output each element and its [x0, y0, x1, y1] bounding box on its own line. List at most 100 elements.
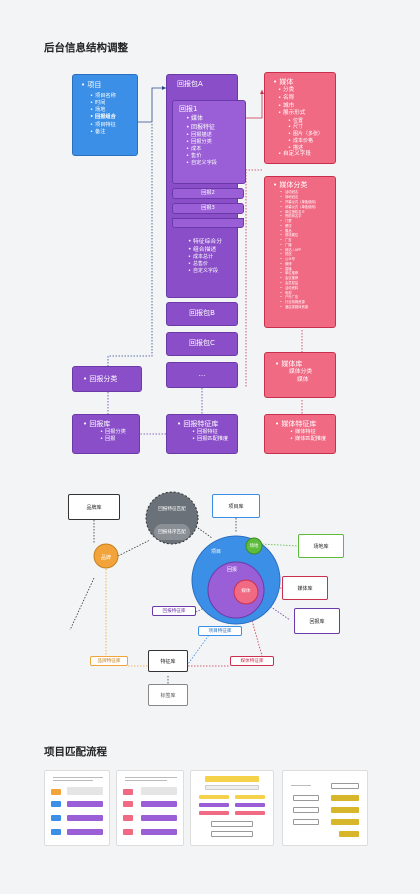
project-feature-tag[interactable]: 项目特征库	[198, 626, 242, 636]
return-package-more[interactable]: ...	[166, 362, 238, 388]
media-display-field: 成本价格	[288, 138, 331, 145]
media-category-title: • 媒体分类	[273, 181, 308, 189]
media-category-item: 行业特殊资源	[280, 300, 331, 305]
project-field: 项目名称	[90, 93, 131, 100]
return-field: 回报特征	[186, 124, 241, 132]
media-category-item: 微博	[280, 262, 331, 267]
return-category-box[interactable]: • 回报分类	[72, 366, 142, 392]
flow-thumbnail-3[interactable]	[190, 770, 274, 846]
return-library-item: 回报分类	[100, 429, 139, 436]
ret-feature-match-label: 回报特征匹配	[158, 507, 186, 512]
pkgA-to-retCat-connector	[107, 124, 153, 366]
return-category-title: • 回报分类	[83, 375, 118, 383]
mediaCat-to-ret-connector	[245, 169, 262, 388]
return-library-title: • 回报库	[83, 420, 111, 428]
return-field: 自定义字段	[186, 160, 241, 167]
return-feature-library-box[interactable]: • 回报特征库 回报特征 回报匹配推度	[166, 414, 238, 454]
media-feature-library-box[interactable]: • 媒体特征库 媒体特征 媒体匹配推度	[264, 414, 336, 454]
media-circle-label: 媒体	[241, 589, 251, 594]
flow-thumbnail-4[interactable]	[282, 770, 368, 846]
return-library-box-2[interactable]: 回报库	[294, 608, 340, 634]
media-fields: 分类 名称 城市 展示形式	[273, 87, 331, 117]
media-feature-tag[interactable]: 媒体特征库	[230, 656, 274, 666]
return-1-fields: 媒体 回报特征 回报描述 回报分类 成本 售价 自定义字段	[179, 115, 241, 166]
return-field: 回报分类	[186, 139, 241, 146]
matching-diagram	[69, 491, 299, 684]
return-1-title: 回报1	[179, 105, 198, 113]
media-category-item: 会员权益	[280, 281, 331, 286]
return-library-item: 回报	[100, 436, 139, 443]
project-field: 时间	[90, 100, 131, 107]
match-to-project-line	[197, 527, 213, 539]
media-category-item: 公众号	[280, 257, 331, 262]
summary-field: 自定义字段	[188, 268, 222, 275]
return-2-box[interactable]: 回报2	[172, 188, 244, 199]
feature-library-box[interactable]: 特征库	[148, 650, 188, 672]
tag-library-box[interactable]: 标签库	[148, 684, 188, 706]
media-category-item: 现场展位	[280, 233, 331, 238]
media-library-item: 媒体	[297, 377, 309, 384]
media-category-box[interactable]: • 媒体分类 活动冠名场地冠名开幕仪式（单独使用）闭幕仪式（单独使用）单位授权名…	[264, 176, 336, 328]
project-circle-label: 项目	[210, 548, 221, 555]
venue-library-box[interactable]: 场地库	[298, 534, 344, 558]
venue-lib-line	[261, 543, 299, 547]
package-summary-fields: 特征综合分 组合描述 成本总计 总售价 自定义字段	[186, 238, 222, 275]
brand-label: 品牌	[100, 554, 111, 561]
media-display-field: 图片（多张）	[288, 131, 331, 138]
return-field: 回报描述	[186, 132, 241, 139]
return-feature-items: 回报特征 回报匹配推度	[177, 429, 237, 443]
media-feature-item: 媒体特征	[290, 429, 335, 436]
media-category-item: 电视	[280, 291, 331, 296]
media-category-list: 活动冠名场地冠名开幕仪式（单独使用）闭幕仪式（单独使用）单位授权名义赞助商名字门…	[273, 190, 331, 309]
media-category-item: 门票	[280, 219, 331, 224]
media-category-item: 短信	[280, 252, 331, 257]
media-category-item: 赞助商名字	[280, 214, 331, 219]
media-category-item: 开幕仪式（单独使用）	[280, 200, 331, 205]
media-category-item: 单位授权名义	[280, 210, 331, 215]
media-field: 自定义字段	[278, 151, 331, 159]
media-display-field: 位置	[288, 118, 331, 125]
brand-feature-tag[interactable]: 品牌特征库	[90, 656, 128, 666]
project-library-box[interactable]: 项目库	[212, 494, 260, 518]
return-1-box[interactable]: 回报1 媒体 回报特征 回报描述 回报分类 成本 售价 自定义字段	[172, 100, 246, 184]
venue-circle	[245, 537, 263, 555]
media-display-field: 尺寸	[288, 124, 331, 131]
project-to-pkgA-connector	[138, 87, 166, 123]
return-3-box[interactable]: 回报3	[172, 203, 244, 214]
flow-thumbnail-2[interactable]	[116, 770, 184, 846]
media-category-item: 广告	[280, 238, 331, 243]
return-package-b[interactable]: 回报包B	[166, 302, 238, 326]
structure-connectors	[107, 86, 303, 435]
ret-circle-label: 回报	[226, 566, 237, 573]
media-category-item: 场地冠名	[280, 195, 331, 200]
return-package-a-title: 回报包A	[177, 80, 203, 88]
media-category-item: 网站 / APP	[280, 248, 331, 253]
project-field: 项目特征	[90, 122, 131, 129]
media-feature-items: 媒体特征 媒体匹配推度	[275, 429, 335, 443]
media-category-item: 直播	[280, 267, 331, 272]
project-fields: 项目名称 时间 场地 回报组合 项目特征 备注	[81, 93, 131, 135]
media-category-item: 赠品	[280, 229, 331, 234]
summary-field: 总售价	[188, 261, 222, 268]
media-category-item: 活动冠名	[280, 190, 331, 195]
media-library-box-2[interactable]: 媒体库	[282, 576, 328, 600]
media-box[interactable]: • 媒体 分类 名称 城市 展示形式 位置 尺寸 图片（多张） 成本价格 描述 …	[264, 72, 336, 164]
return-feature-library-title: • 回报特征库	[177, 420, 219, 428]
flow-thumbnail-1[interactable]	[44, 770, 110, 846]
media-field: 分类	[278, 87, 331, 95]
return-bracket-box	[172, 218, 244, 228]
return-field: 成本	[186, 146, 241, 153]
brand-library-box[interactable]: 品牌库	[68, 494, 120, 520]
ret-feature-tag[interactable]: 回报特征库	[152, 606, 196, 616]
summary-field: 成本总计	[188, 254, 222, 261]
project-box[interactable]: • 项目 项目名称 时间 场地 回报组合 项目特征 备注	[72, 74, 138, 156]
project-field: 场地	[90, 107, 131, 114]
media-library-box[interactable]: • 媒体库 媒体分类 媒体	[264, 352, 336, 398]
media-fields-2: 自定义字段	[273, 151, 331, 159]
media-feature-item: 媒体匹配推度	[290, 436, 335, 443]
media-library-item: 媒体分类	[289, 369, 313, 376]
media-display-field: 描述	[288, 145, 331, 152]
return-package-c[interactable]: 回报包C	[166, 332, 238, 356]
return-library-box[interactable]: • 回报库 回报分类 回报	[72, 414, 140, 454]
arrow-to-brand-line	[69, 577, 95, 631]
